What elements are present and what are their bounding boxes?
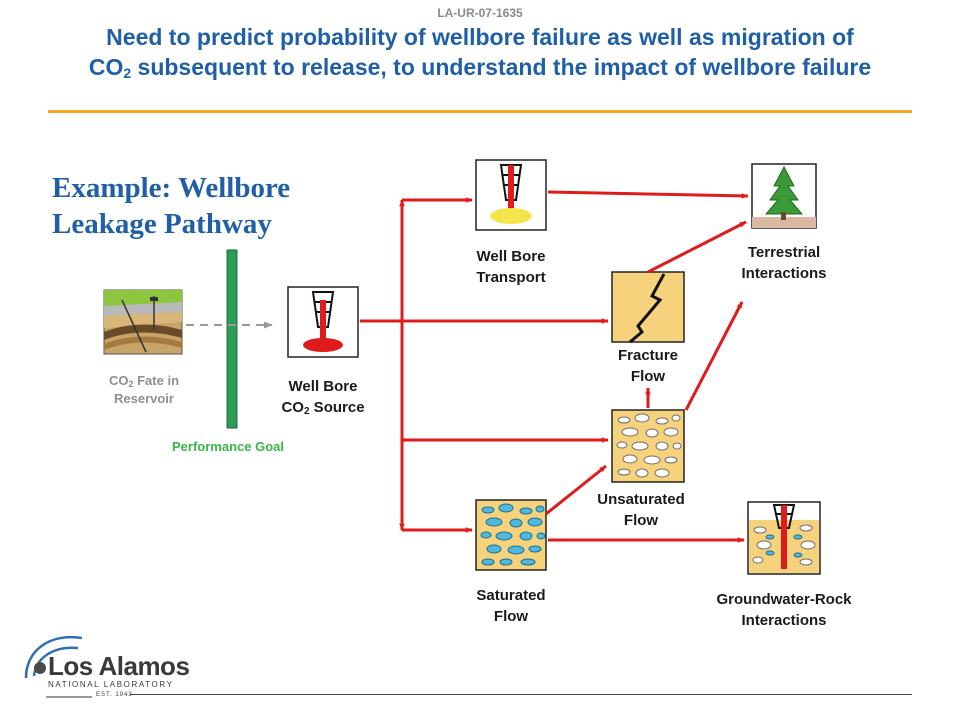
section-heading: Example: Wellbore Leakage Pathway (52, 172, 291, 240)
los-alamos-logo-mark (24, 635, 83, 679)
performance-goal-bar (226, 249, 238, 429)
reservoir-geology-icon (103, 289, 183, 355)
saturated-flow-label: Saturated Flow (476, 587, 546, 625)
reservoir-label: CO2 Fate in Reservoir (108, 373, 180, 406)
performance-goal-label: Performance Goal (172, 439, 284, 454)
wellbore-source-label: Well Bore CO2 Source (281, 378, 365, 417)
terrestrial-tree-icon (751, 163, 817, 229)
saturated-flow-icon (475, 499, 547, 571)
wellbore-source-icon (287, 286, 359, 358)
fracture-to-terrestrial-arrow (647, 220, 747, 274)
title-underline (48, 110, 912, 113)
logo-subtitle: NATIONAL LABORATORY (48, 680, 174, 689)
wellbore-transport-icon (475, 159, 547, 231)
unsaturated-to-terrestrial-arrow (684, 301, 744, 411)
fracture-flow-icon (611, 271, 685, 344)
unsaturated-flow-label: Unsaturated Flow (597, 491, 685, 529)
wellbore-transport-label: Well Bore Transport (476, 248, 546, 286)
page-title: Need to predict probability of wellbore … (0, 22, 960, 82)
document-id: LA-UR-07-1635 (437, 6, 523, 20)
transport-to-terrestrial-arrow (547, 190, 749, 199)
title-line-2: CO2 subsequent to release, to understand… (88, 54, 872, 81)
terrestrial-interactions-label: Terrestrial Interactions (741, 244, 827, 282)
saturated-to-unsaturated-arrow (545, 464, 607, 516)
logo-established: EST. 1943 (96, 692, 133, 698)
groundwater-rock-label: Groundwater-Rock Interactions (716, 591, 852, 629)
flow-arrows (360, 190, 749, 543)
unsaturated-flow-icon (611, 409, 685, 483)
footer-rule (130, 694, 912, 695)
groundwater-rock-icon (747, 501, 821, 575)
fracture-flow-label: Fracture Flow (617, 347, 679, 385)
title-line-1: Need to predict probability of wellbore … (106, 24, 854, 50)
logo-name: Los Alamos (48, 651, 190, 681)
